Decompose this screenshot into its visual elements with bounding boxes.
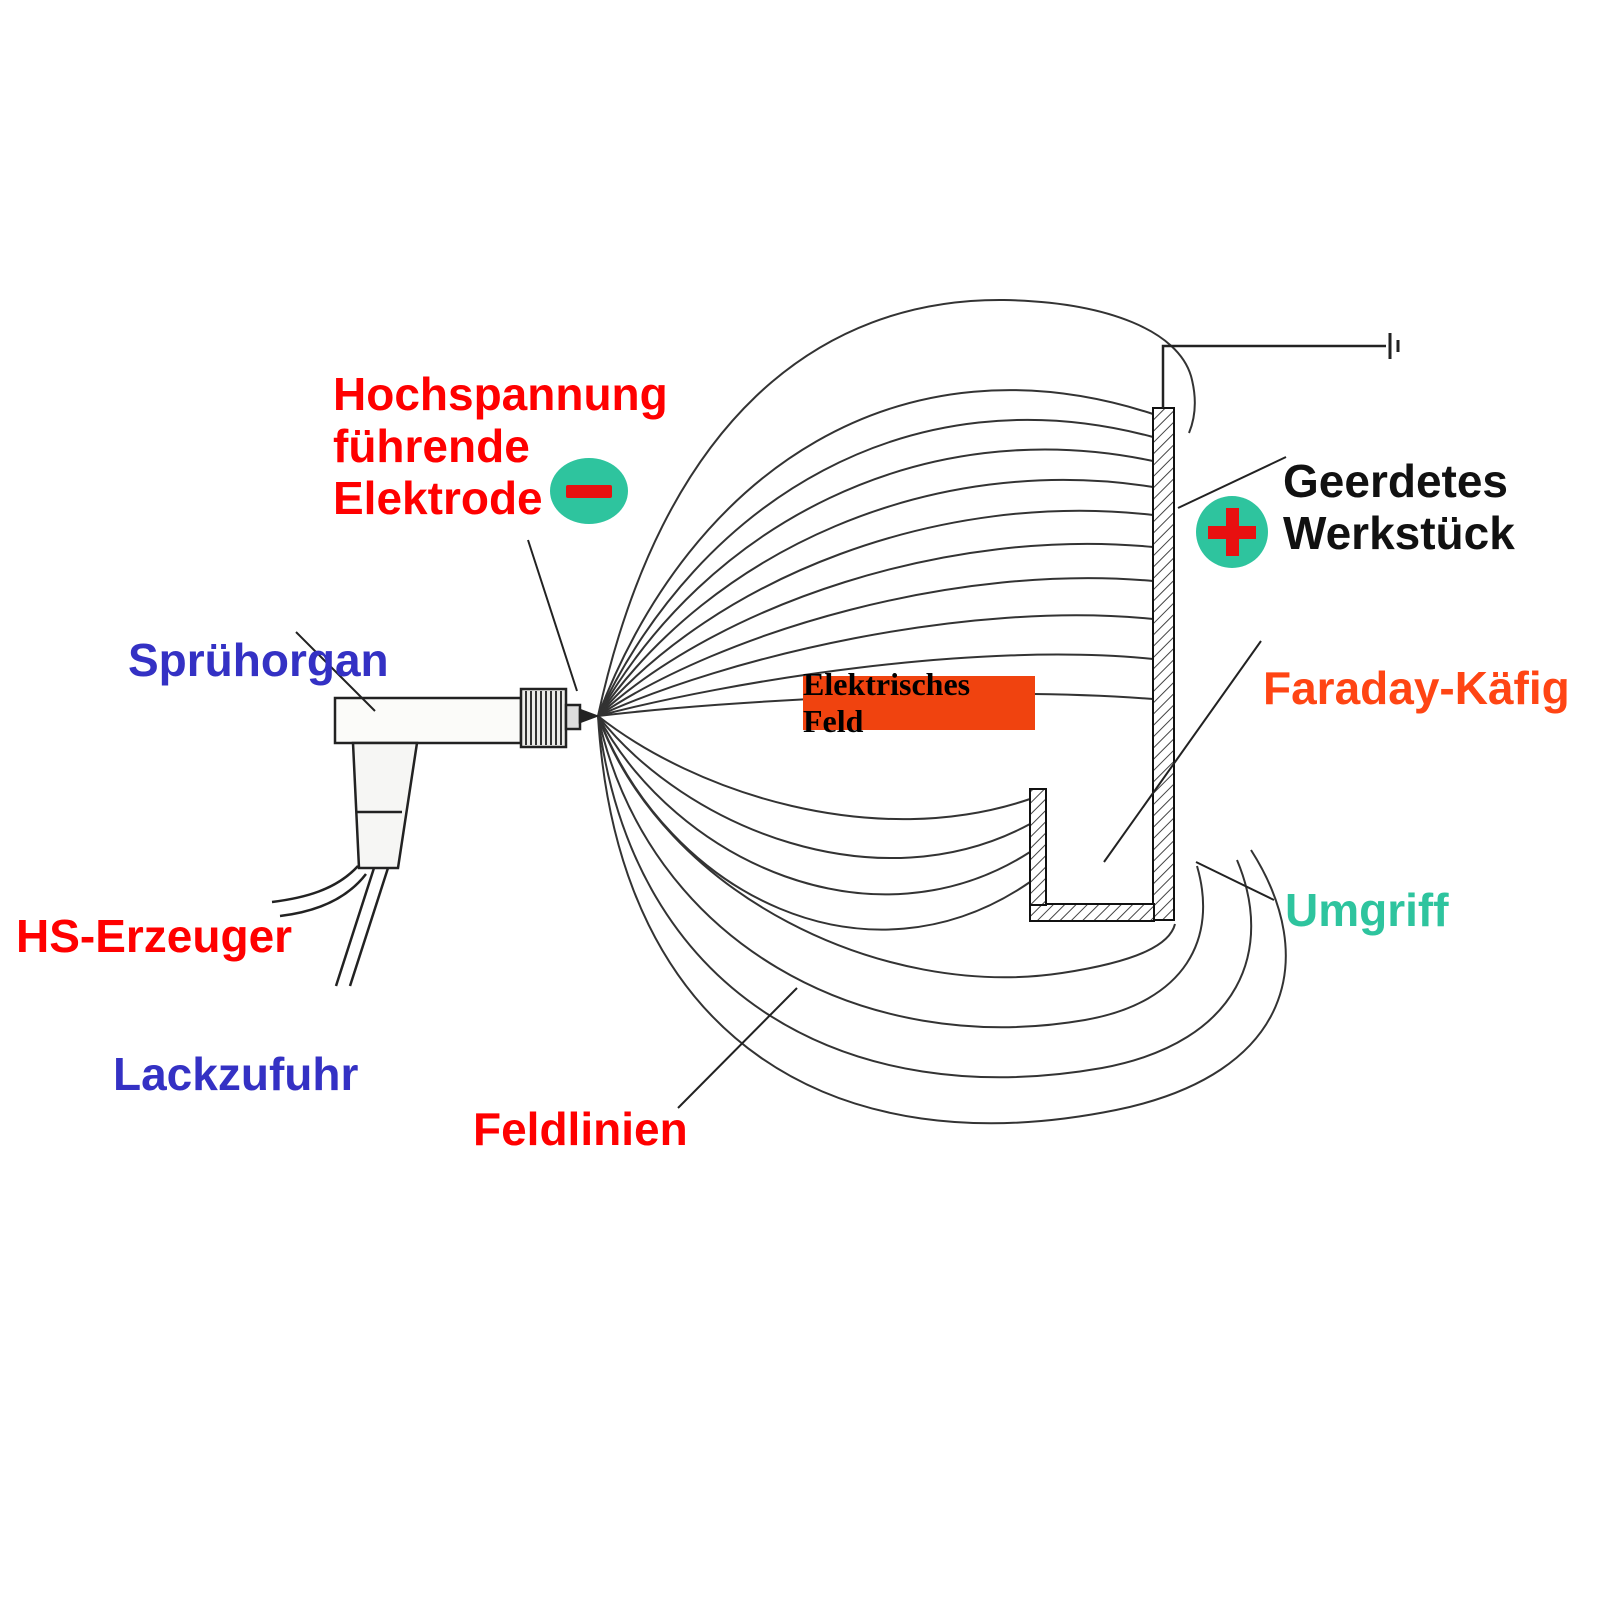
field-line	[597, 389, 1154, 717]
label-electrode: Hochspannung führende Elektrode	[333, 368, 668, 524]
field-line	[597, 715, 1031, 859]
label-hv-generator: HS-Erzeuger	[16, 910, 293, 962]
paint-tube	[334, 867, 376, 987]
positive-charge-icon	[1196, 496, 1268, 568]
field-line	[597, 298, 1196, 717]
field-line	[597, 715, 1031, 896]
minus-icon	[566, 484, 612, 498]
gun-cable	[271, 865, 359, 904]
leader-lines	[295, 456, 1287, 1109]
label-faraday-cage: Faraday-Käfig	[1263, 662, 1570, 714]
leader-workpiece	[1177, 456, 1287, 509]
field-line	[597, 448, 1154, 717]
leader-wraparound	[1195, 861, 1275, 901]
gun-cable	[279, 873, 367, 918]
gun-cap	[564, 703, 582, 731]
plus-icon	[1208, 508, 1256, 556]
label-workpiece-line1: Geerdetes	[1283, 455, 1509, 507]
field-line	[597, 577, 1154, 717]
field-lines-drawing	[597, 298, 1287, 1125]
label-electrode-line3: Elektrode	[333, 472, 543, 524]
leader-electrode	[527, 539, 578, 692]
field-line	[597, 509, 1154, 717]
negative-charge-icon	[550, 458, 628, 524]
electric-field-box: Elektrisches Feld	[803, 666, 1035, 739]
label-field-lines: Feldlinien	[473, 1103, 688, 1155]
spray-gun-drawing	[271, 687, 600, 987]
label-workpiece: Geerdetes Werkstück	[1283, 455, 1515, 559]
workpiece-flange	[1029, 903, 1155, 922]
label-paint-supply: Lackzufuhr	[113, 1048, 359, 1100]
field-line-wraparound	[597, 715, 1287, 1125]
workpiece-wall	[1152, 407, 1175, 921]
field-line	[597, 614, 1154, 717]
field-line	[597, 653, 1154, 717]
leader-spray-organ	[295, 631, 376, 712]
field-line	[597, 715, 1031, 821]
gun-body	[333, 696, 523, 745]
field-line-wraparound	[597, 715, 1205, 1029]
label-workpiece-line2: Werkstück	[1283, 507, 1515, 559]
paint-tube	[348, 867, 390, 987]
leader-faraday-cage	[1103, 640, 1262, 863]
field-line	[597, 715, 1176, 979]
workpiece-lip	[1029, 788, 1047, 906]
leader-field-lines	[677, 987, 798, 1109]
label-wraparound: Umgriff	[1285, 884, 1449, 936]
label-electric-field: Elektrisches Feld	[803, 666, 971, 739]
field-line	[597, 418, 1154, 717]
field-line	[597, 542, 1154, 717]
field-line	[597, 479, 1154, 717]
label-electrode-line2: führende	[333, 420, 530, 472]
label-electrode-line1: Hochspannung	[333, 368, 668, 420]
workpiece-drawing	[1029, 407, 1175, 922]
gun-handle	[351, 741, 419, 870]
field-line-wraparound	[597, 715, 1253, 1079]
label-spray-organ: Sprühorgan	[128, 634, 389, 686]
electrode-needle	[578, 708, 600, 724]
ground-wire	[1161, 333, 1400, 408]
gun-nozzle	[519, 687, 568, 749]
